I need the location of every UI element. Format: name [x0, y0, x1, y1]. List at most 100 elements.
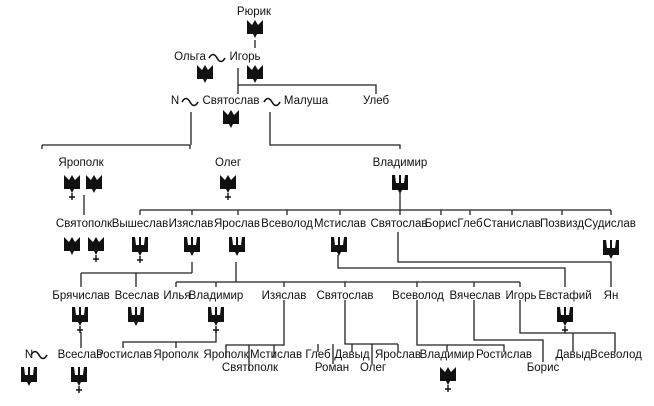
cross-icon [562, 326, 568, 333]
bident-emblem-icon [220, 175, 236, 193]
person-roman: Роман [314, 362, 350, 374]
person-davyd: Давыд [334, 349, 370, 361]
person-yaropolk-2: Ярополк [153, 349, 199, 361]
person-mstislav: Мстислав [313, 218, 367, 230]
person-rostislav-2: Ростислав [476, 349, 532, 361]
person-yaroslav-2: Ярослав [374, 349, 422, 361]
bident-emblem-icon [197, 65, 213, 83]
connector [175, 262, 521, 287]
bident-emblem-icon [88, 237, 104, 255]
person-svyatoslav-2: Святослав [370, 218, 428, 230]
trident-emblem-icon [21, 367, 37, 386]
trident-emblem-icon [603, 240, 619, 259]
trident-emblem-icon [557, 307, 573, 326]
trident-emblem-icon [71, 367, 87, 386]
person-svyatopolk: Святополк [55, 218, 113, 230]
marriage-icon [208, 53, 226, 63]
person-vsevolod-3: Всеволод [590, 349, 642, 361]
connector [80, 262, 193, 287]
trident-emblem-icon [128, 307, 144, 326]
person-uleb: Улеб [362, 95, 390, 107]
marriage-icon [30, 350, 48, 360]
person-rurik: Рюрик [236, 6, 272, 18]
connector [337, 255, 566, 287]
person-oleg: Олег [214, 157, 242, 169]
person-svyatoslav-3: Святослав [316, 290, 374, 302]
person-vsevolod-2: Всеволод [392, 290, 444, 302]
bident-emblem-icon [440, 367, 456, 385]
connector [317, 300, 399, 364]
trident-emblem-icon [72, 307, 88, 326]
person-vsevolod: Всеволод [261, 218, 313, 230]
cross-icon [213, 326, 219, 333]
person-sudislav: Судислав [584, 218, 636, 230]
bident-emblem-icon [223, 110, 239, 128]
cross-icon [137, 256, 143, 263]
cross-icon [93, 255, 99, 262]
person-vysheslav: Вышеслав [111, 218, 169, 230]
person-vseslav-2: Всеслав [57, 349, 103, 361]
person-rostislav: Ростислав [96, 349, 152, 361]
person-vyacheslav: Вячеслав [449, 290, 501, 302]
connector [269, 112, 401, 149]
connector [139, 193, 612, 215]
person-malusha: Малуша [283, 95, 329, 107]
connector [519, 300, 616, 352]
person-svyatoslav: Святослав [202, 95, 260, 107]
cross-icon [77, 326, 83, 333]
connector [473, 300, 544, 362]
cross-icon [69, 193, 75, 200]
person-evstafiy: Евстафий [538, 290, 592, 302]
person-n: N [170, 95, 180, 107]
person-yaropolk-3: Ярополк [203, 349, 249, 361]
person-boris: Борис [424, 218, 458, 230]
person-igor: Игорь [229, 51, 261, 63]
bident-emblem-icon [247, 20, 263, 38]
person-bryachislav: Брячислав [52, 290, 110, 302]
person-yan: Ян [603, 290, 619, 302]
person-vladimir-3: Владимир [419, 349, 475, 361]
marriage-symbols [30, 53, 281, 360]
person-gleb: Глеб [457, 218, 483, 230]
trident-emblem-icon [392, 175, 408, 194]
cross-icon [445, 385, 451, 392]
trident-emblem-icon [331, 237, 347, 256]
person-ilya: Илья [163, 290, 191, 302]
person-pozvizd: Позвизд [539, 218, 585, 230]
connector [397, 232, 612, 287]
marriage-icon [263, 97, 281, 107]
connector-lines [41, 40, 616, 371]
person-vladimir: Владимир [372, 157, 428, 169]
person-svyatopolk-2: Святополк [221, 362, 279, 374]
person-izyaslav-2: Изяслав [261, 290, 307, 302]
trident-emblem-icon [208, 307, 224, 326]
trident-emblem-icon [132, 237, 148, 256]
person-stanislav: Станислав [483, 218, 541, 230]
bident-emblem-icon [64, 237, 80, 255]
bident-emblem-icon [86, 175, 102, 193]
person-mstislav-2: Мстислав [249, 349, 303, 361]
person-vseslav: Всеслав [114, 290, 160, 302]
person-vladimir-2: Владимир [188, 290, 244, 302]
person-igor-2: Игорь [505, 290, 537, 302]
connector [41, 112, 192, 149]
person-oleg-2: Олег [359, 362, 387, 374]
connector [122, 330, 217, 348]
connector [416, 300, 505, 352]
connector [225, 300, 285, 371]
bident-emblem-icon [247, 65, 263, 83]
person-boris-2: Борис [526, 362, 560, 374]
person-yaropolk: Ярополк [58, 157, 104, 169]
person-gleb-2: Глеб [305, 349, 331, 361]
marriage-icon [181, 97, 199, 107]
trident-emblem-icon [184, 237, 200, 256]
emblems [21, 20, 619, 393]
person-olga: Ольга [174, 51, 206, 63]
cross-icon [76, 386, 82, 393]
cross-icon [225, 193, 231, 200]
connector [237, 68, 377, 94]
person-davyd-2: Давыд [555, 349, 591, 361]
person-izyaslav: Изяслав [168, 218, 214, 230]
person-yaroslav: Ярослав [213, 218, 261, 230]
